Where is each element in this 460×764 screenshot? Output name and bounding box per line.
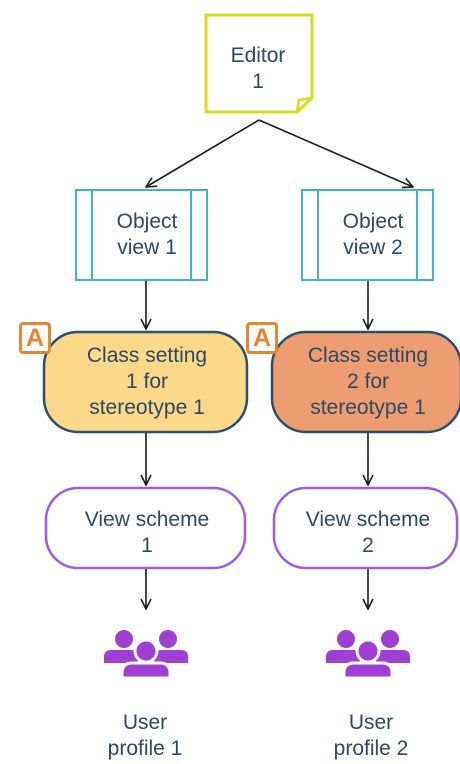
stereotype-badge-1: A bbox=[19, 322, 51, 354]
class-setting-1-shape bbox=[42, 330, 249, 434]
view-scheme-1-shape bbox=[44, 486, 247, 570]
edge-editor-to-object-view-1 bbox=[146, 119, 260, 187]
object-view-1-shape bbox=[75, 189, 208, 281]
user-profile-2-label: User profile 2 bbox=[333, 711, 409, 760]
class-setting-1-label: Class setting 1 for stereotype 1 bbox=[86, 344, 208, 419]
editor-note-shape bbox=[204, 13, 314, 114]
stereotype-badge-2: A bbox=[246, 322, 278, 354]
view-scheme-2-label: View scheme 2 bbox=[305, 508, 431, 557]
object-view-2-label: Object view 2 bbox=[342, 210, 404, 259]
edge-editor-to-object-view-2 bbox=[258, 119, 413, 187]
user-group-icon bbox=[104, 630, 188, 680]
class-setting-2-label: Class setting 2 for stereotype 1 bbox=[307, 344, 429, 419]
view-scheme-1-label: View scheme 1 bbox=[84, 508, 210, 557]
object-view-2-shape bbox=[301, 189, 434, 281]
user-profile-1-label: User profile 1 bbox=[107, 711, 183, 760]
class-setting-2-shape bbox=[270, 330, 460, 434]
editor-label: Editor 1 bbox=[230, 44, 286, 93]
editor-note-fold bbox=[295, 96, 313, 113]
view-scheme-2-shape bbox=[272, 486, 459, 570]
user-group-icon bbox=[326, 630, 410, 680]
object-view-1-label: Object view 1 bbox=[116, 210, 178, 259]
